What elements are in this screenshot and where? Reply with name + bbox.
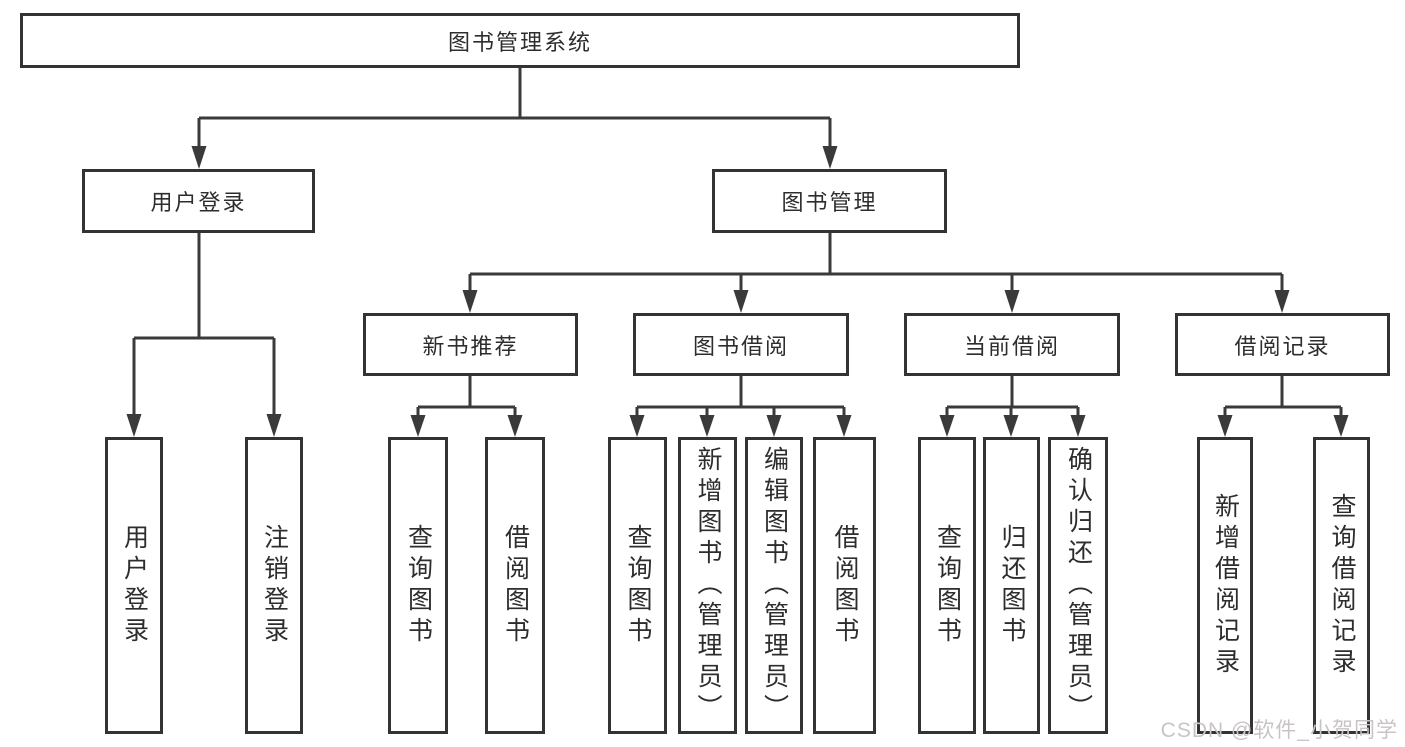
- leaf-return-books: 归还图书: [983, 437, 1040, 734]
- arrow-icon: [629, 415, 645, 437]
- node-root: 图书管理系统: [20, 13, 1020, 68]
- leaf-add-borrow-record-label: 新增借阅记录: [1211, 492, 1240, 679]
- leaf-logout-login-label: 注销登录: [260, 523, 289, 648]
- leaf-query-borrow-record: 查询借阅记录: [1313, 437, 1370, 734]
- arrow-icon: [266, 414, 282, 437]
- node-root-label: 图书管理系统: [447, 29, 592, 55]
- leaf-add-books-admin: 新增图书（管理员）: [678, 437, 737, 734]
- leaf-borrow-books-recommend-label: 借阅图书: [501, 523, 530, 648]
- arrow-icon: [507, 415, 523, 437]
- arrow-icon: [1217, 415, 1233, 437]
- arrow-icon: [733, 290, 749, 313]
- node-book-management: 图书管理: [712, 169, 947, 233]
- leaf-user-login: 用户登录: [105, 437, 163, 734]
- arrow-icon: [410, 415, 426, 437]
- connector-book-mgmt-split: [468, 233, 1284, 291]
- leaf-borrow-books: 借阅图书: [813, 437, 876, 734]
- leaf-add-borrow-record: 新增借阅记录: [1197, 437, 1253, 734]
- watermark: CSDN @软件_小贺同学: [1160, 719, 1398, 742]
- arrow-icon: [1003, 415, 1019, 437]
- leaf-edit-books-admin-label: 编辑图书（管理员）: [760, 446, 789, 725]
- leaf-confirm-return-admin-label: 确认归还（管理员）: [1064, 446, 1093, 725]
- leaf-query-books-current-label: 查询图书: [933, 523, 962, 648]
- connector-current-split: [945, 376, 1080, 416]
- leaf-edit-books-admin: 编辑图书（管理员）: [745, 437, 803, 734]
- connector-records-split: [1223, 376, 1343, 416]
- arrow-icon: [1333, 415, 1349, 437]
- arrow-icon: [1070, 415, 1086, 437]
- arrow-icon: [766, 415, 782, 437]
- connector-root-split: [197, 68, 832, 146]
- node-book-borrow-label: 图书借阅: [692, 333, 789, 359]
- connector-borrow-split: [635, 376, 846, 416]
- leaf-add-books-admin-label: 新增图书（管理员）: [694, 446, 722, 725]
- leaf-query-borrow-record-label: 查询借阅记录: [1328, 492, 1356, 679]
- arrow-icon: [1004, 290, 1020, 313]
- arrow-icon: [126, 414, 142, 437]
- arrow-icon: [939, 415, 955, 437]
- node-user-login-label: 用户登录: [150, 190, 247, 215]
- leaf-query-books-recommend-label: 查询图书: [404, 523, 433, 648]
- arrow-icon: [191, 146, 207, 169]
- arrow-icon: [462, 290, 478, 313]
- leaf-user-login-label: 用户登录: [120, 523, 149, 648]
- leaf-borrow-books-recommend: 借阅图书: [485, 437, 545, 734]
- leaf-return-books-label: 归还图书: [998, 523, 1026, 648]
- node-user-login: 用户登录: [82, 169, 315, 233]
- arrow-icon: [822, 146, 838, 169]
- leaf-query-books-borrow-label: 查询图书: [624, 523, 652, 648]
- node-book-management-label: 图书管理: [781, 190, 878, 215]
- node-new-book-recommend-label: 新书推荐: [422, 333, 519, 359]
- node-current-borrow: 当前借阅: [904, 313, 1120, 376]
- leaf-query-books-borrow: 查询图书: [608, 437, 667, 734]
- arrow-icon: [836, 415, 852, 437]
- leaf-logout-login: 注销登录: [245, 437, 303, 734]
- arrow-icon: [1274, 290, 1290, 313]
- leaf-borrow-books-label: 借阅图书: [831, 523, 859, 648]
- leaf-query-books-recommend: 查询图书: [388, 437, 448, 734]
- node-borrow-records: 借阅记录: [1175, 313, 1390, 376]
- leaf-confirm-return-admin: 确认归还（管理员）: [1048, 437, 1108, 734]
- connector-user-login-split: [132, 233, 276, 415]
- arrow-icon: [699, 415, 715, 437]
- node-current-borrow-label: 当前借阅: [963, 333, 1060, 359]
- node-borrow-records-label: 借阅记录: [1234, 333, 1331, 359]
- connector-recommend-split: [416, 376, 517, 416]
- node-book-borrow: 图书借阅: [633, 313, 849, 376]
- node-new-book-recommend: 新书推荐: [363, 313, 578, 376]
- leaf-query-books-current: 查询图书: [918, 437, 976, 734]
